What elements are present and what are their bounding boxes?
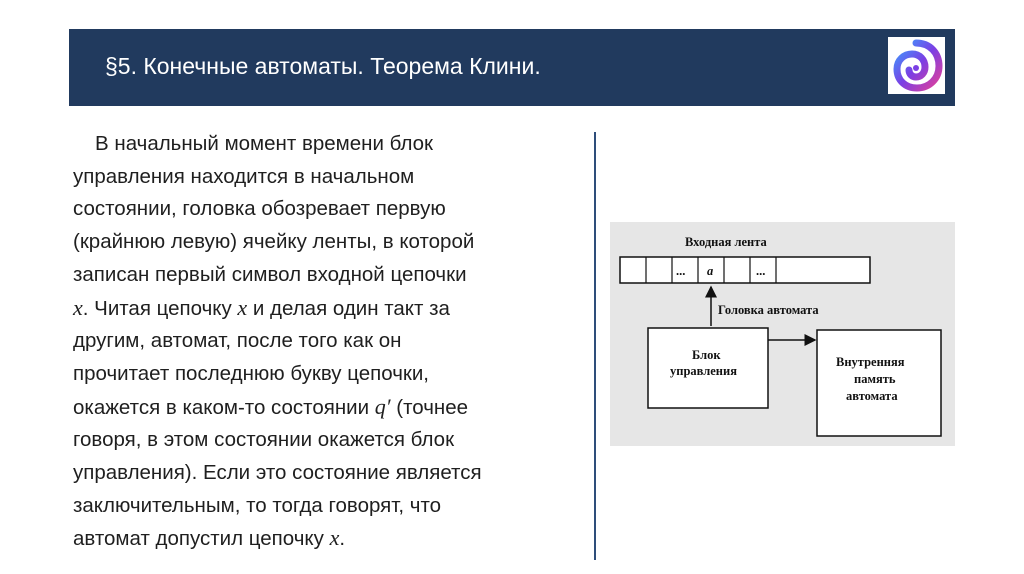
control-unit-box [647,327,769,409]
text-line: x. Читая цепочку x и делая один такт за [73,292,583,326]
head-label: Головка автомата [718,303,819,317]
text-line: заключительным, то тогда говорят, что [73,493,442,517]
control-unit-label: Блок [692,348,721,362]
automaton-diagram: Входная лента ... a ... Головка автомата… [610,222,955,446]
memory-label: память [854,372,896,386]
memory-label: Внутренняя [836,355,905,369]
diagram-svg: Входная лента ... a ... Головка автомата… [619,235,942,437]
variable-x: x [73,294,83,320]
tape-cell-dots: ... [756,264,765,278]
memory-box [816,329,942,437]
input-tape: ... a ... [619,256,871,284]
text-line: говоря, в этом состоянии окажется блок [73,428,455,452]
variable-x: x [329,525,340,551]
tape-cell-dots: ... [676,264,685,278]
text-fragment: . [339,527,346,551]
variable-q-prime: q′ [374,393,391,419]
title-bar: §5. Конечные автоматы. Теорема Клини. [69,29,955,106]
variable-x: x [237,294,248,320]
text-line: автомат допустил цепочку x. [73,522,583,556]
text-line: управления). Если это состояние является [73,461,482,485]
control-unit-label: управления [670,364,737,378]
text-line: состоянии, головка обозревает первую [73,197,446,221]
text-line: прочитает последнюю букву цепочки, [73,361,429,385]
text-fragment: и делая один такт за [247,296,450,320]
vertical-divider [594,132,596,560]
text-fragment: окажется в каком-то состоянии [73,395,375,419]
text-fragment: (точнее [390,395,469,419]
text-line: другим, автомат, после того как он [73,329,402,353]
text-fragment: автомат допустил цепочку [73,527,330,551]
text-fragment: . Читая цепочку [82,296,238,320]
text-line: управления находится в начальном [73,164,415,188]
memory-label: автомата [846,389,898,403]
text-line: записан первый символ входной цепочки [73,262,467,286]
text-line: В начальный момент времени блок [95,132,433,155]
text-line: (крайнюю левую) ячейку ленты, в которой [73,230,475,254]
slide-title: §5. Конечные автоматы. Теорема Клини. [105,53,541,79]
tape-cell-a: a [707,264,713,278]
spiral-logo-icon [893,39,943,92]
text-line: окажется в каком-то состоянии q′ (точнее [73,391,583,425]
body-paragraph: В начальный момент времени блок управлен… [73,128,583,556]
input-tape-label: Входная лента [685,235,768,249]
logo [888,37,945,94]
